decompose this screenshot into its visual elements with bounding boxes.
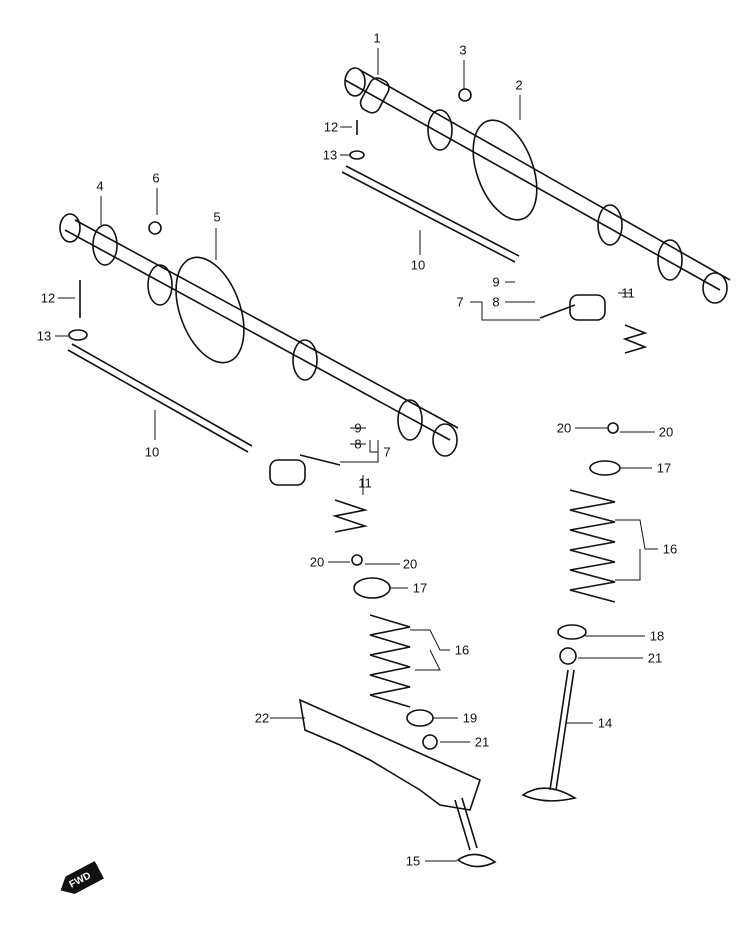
callout-label-7: 7 [456,294,464,310]
callout-label-5: 5 [213,209,221,225]
bolts-washers [68,88,472,341]
callout-label-20: 20 [309,554,325,570]
camshaft-lower [59,213,459,457]
callout-label-6: 6 [152,170,160,186]
callout-label-20: 20 [658,424,674,440]
callout-label-17: 17 [412,580,428,596]
callout-label-21: 21 [647,650,663,666]
callout-label-22: 22 [254,710,270,726]
callout-label-11: 11 [621,285,635,301]
callout-label-14: 14 [597,715,613,731]
callout-label-13: 13 [322,147,338,163]
valves [454,669,578,868]
rocker-shafts [67,165,520,453]
callout-label-7: 7 [383,444,391,460]
callout-label-1: 1 [373,30,381,46]
callout-label-18: 18 [649,628,665,644]
callout-label-4: 4 [96,178,104,194]
callout-label-20: 20 [402,556,418,572]
callout-label-10: 10 [410,257,426,273]
callout-label-3: 3 [459,42,467,58]
callout-label-17: 17 [656,460,672,476]
retainers-seats [351,422,621,750]
callout-label-2: 2 [515,77,523,93]
callout-label-8: 8 [354,436,362,452]
springs [331,324,648,708]
callout-label-11: 11 [358,475,372,491]
camshaft-upper [344,67,731,304]
callout-label-10: 10 [144,444,160,460]
rocker-arms [269,294,606,486]
callout-label-9: 9 [492,274,500,290]
callout-label-21: 21 [474,734,490,750]
callout-label-8: 8 [492,294,500,310]
callout-label-9: 9 [354,420,362,436]
callout-label-12: 12 [40,290,56,306]
callout-label-16: 16 [662,541,678,557]
callout-label-20: 20 [556,420,572,436]
valve-plate [298,698,481,811]
callout-label-13: 13 [36,328,52,344]
callout-label-15: 15 [405,853,421,869]
callout-label-16: 16 [454,642,470,658]
leader-lines [55,48,658,862]
callout-label-19: 19 [462,710,478,726]
callout-label-12: 12 [323,119,339,135]
